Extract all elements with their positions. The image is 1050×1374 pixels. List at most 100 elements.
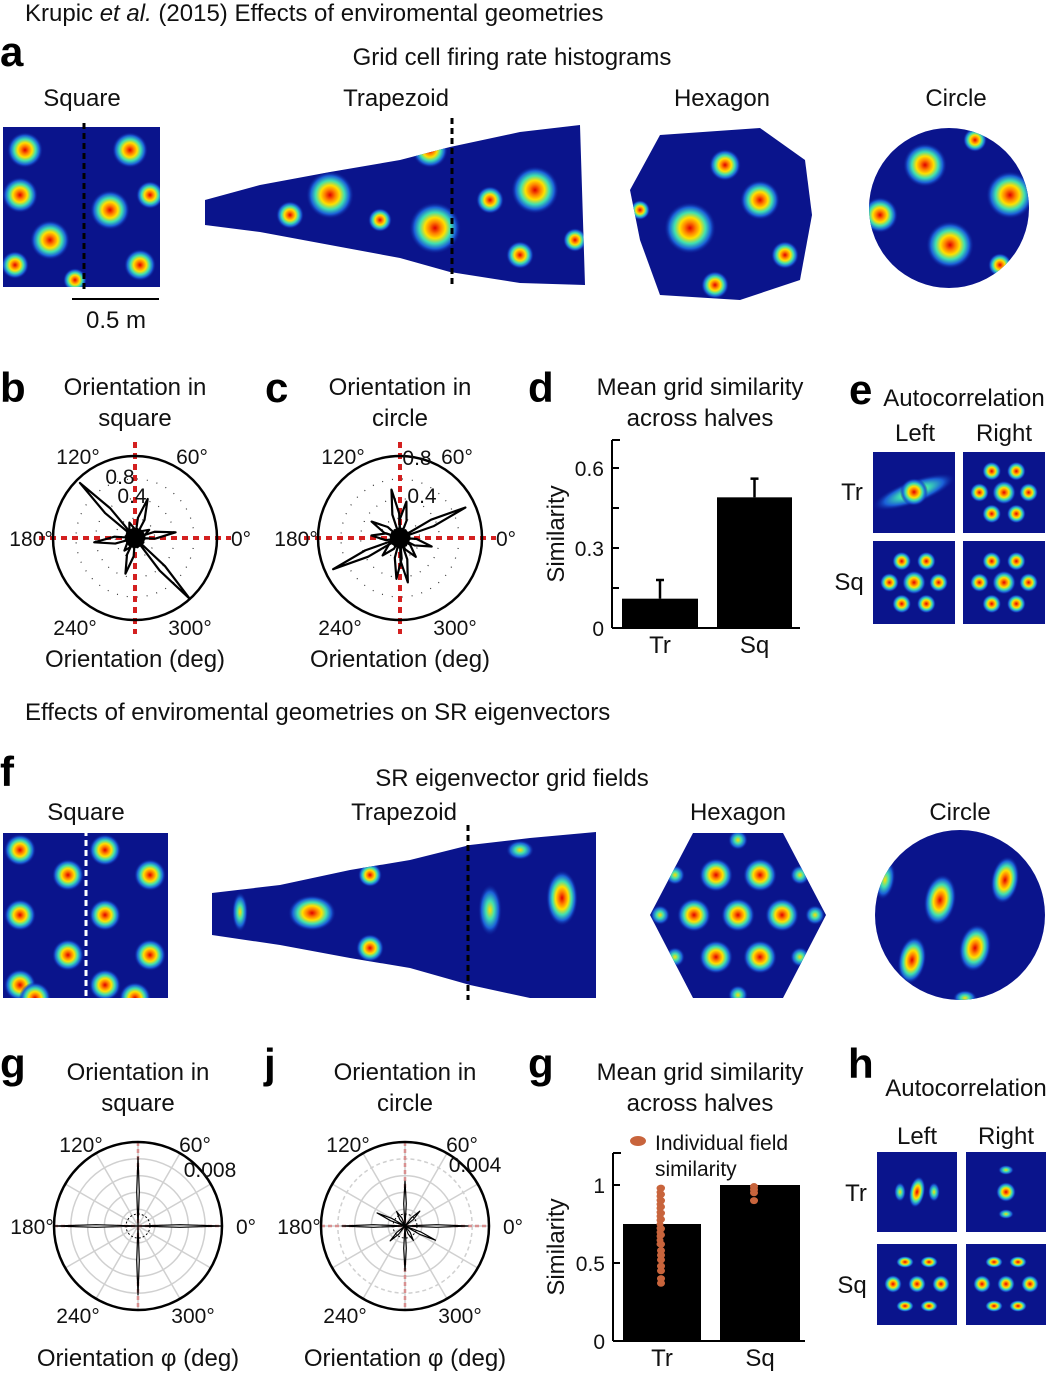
center-noise	[389, 527, 411, 549]
firing-field	[1009, 1256, 1027, 1268]
polar-rim	[51, 454, 219, 622]
angle-label: 120°	[56, 446, 99, 469]
orientation-petal	[396, 1210, 406, 1227]
y-tick-label: 0.5	[576, 1253, 605, 1276]
firing-field	[1019, 572, 1039, 593]
firing-field	[19, 982, 51, 998]
chart-title-line1: Mean grid similarity	[597, 374, 804, 401]
firing-field	[358, 863, 382, 887]
firing-field	[546, 870, 578, 926]
firing-field	[7, 132, 43, 168]
label-hexagon: Hexagon	[674, 85, 770, 112]
orientation-petal	[404, 1225, 414, 1242]
firing-field	[721, 898, 755, 932]
firing-field	[743, 858, 777, 892]
orientation-petal	[133, 536, 191, 601]
firing-field	[1009, 1300, 1027, 1312]
orientation-petal	[53, 1224, 139, 1228]
firing-field	[90, 190, 130, 230]
firing-field	[665, 865, 685, 885]
firing-field	[52, 859, 84, 891]
label-square: Square	[43, 85, 120, 112]
orientation-petal	[341, 1224, 406, 1228]
firing-field	[728, 985, 748, 998]
firing-field	[3, 177, 38, 213]
firing-field	[992, 480, 1016, 505]
firing-field	[986, 171, 1029, 219]
center-noise	[392, 1213, 418, 1239]
angle-label: 240°	[318, 617, 361, 640]
firing-field	[232, 892, 248, 932]
chart-title-line1: Orientation in	[67, 1059, 210, 1086]
title-rest: (2015) Effects of enviromental geometrie…	[152, 0, 604, 27]
firing-field	[958, 924, 992, 972]
firing-field	[134, 939, 166, 971]
angle-label: 0°	[503, 1216, 523, 1239]
angle-label: 300°	[433, 617, 476, 640]
firing-field	[63, 268, 87, 287]
col-left: Left	[895, 420, 935, 447]
firing-field	[699, 858, 733, 892]
panel-letter-j: j	[263, 1040, 276, 1087]
firing-field	[3, 251, 29, 279]
orientation-petal	[124, 536, 137, 575]
y-tick-label: 0.3	[575, 538, 604, 561]
firing-field	[903, 143, 947, 187]
field-similarity-dot	[750, 1183, 758, 1191]
firing-field	[1006, 461, 1026, 481]
chart-title-line1: Orientation in	[329, 374, 472, 401]
bar-sq	[717, 497, 792, 628]
firing-field	[563, 228, 585, 252]
label-square: Square	[47, 799, 124, 826]
x-tick-label: Sq	[740, 632, 769, 659]
col-right: Right	[976, 420, 1032, 447]
firing-field	[894, 1182, 906, 1202]
firing-field	[288, 895, 336, 931]
field-similarity-dot	[656, 1241, 664, 1248]
field-similarity-dot	[657, 1247, 665, 1255]
firing-field	[916, 594, 936, 614]
panel-letter-d: d	[528, 364, 554, 411]
firing-field	[920, 1300, 938, 1312]
firing-field	[728, 833, 748, 850]
panel-letter-b: b	[0, 364, 26, 411]
firing-field	[902, 570, 926, 595]
firing-field	[276, 201, 304, 229]
angle-label: 240°	[53, 617, 96, 640]
firing-field	[1006, 504, 1026, 524]
x-axis-label: Orientation (deg)	[45, 646, 225, 673]
col-right: Right	[978, 1123, 1034, 1150]
row-sq: Sq	[837, 1272, 866, 1299]
row-tr: Tr	[841, 479, 863, 506]
firing-field	[908, 1176, 926, 1208]
x-tick-label: Tr	[649, 632, 671, 659]
firing-field	[896, 1256, 914, 1268]
firing-field	[985, 1256, 1003, 1268]
center-noise	[125, 1213, 151, 1239]
firing-field	[900, 478, 928, 506]
angle-label: 60°	[446, 1134, 478, 1157]
firing-field	[896, 1300, 914, 1312]
orientation-petal	[389, 1225, 406, 1242]
firing-field	[985, 1300, 1003, 1312]
angle-label: 60°	[441, 446, 473, 469]
firing-field	[869, 197, 898, 233]
orientation-petal	[404, 1224, 469, 1228]
polar-rim	[316, 454, 484, 622]
angle-label: 180°	[9, 528, 52, 551]
x-axis-label: Orientation (deg)	[310, 646, 490, 673]
firing-field	[988, 253, 1012, 277]
chart-title-line1: Mean grid similarity	[597, 1059, 804, 1086]
